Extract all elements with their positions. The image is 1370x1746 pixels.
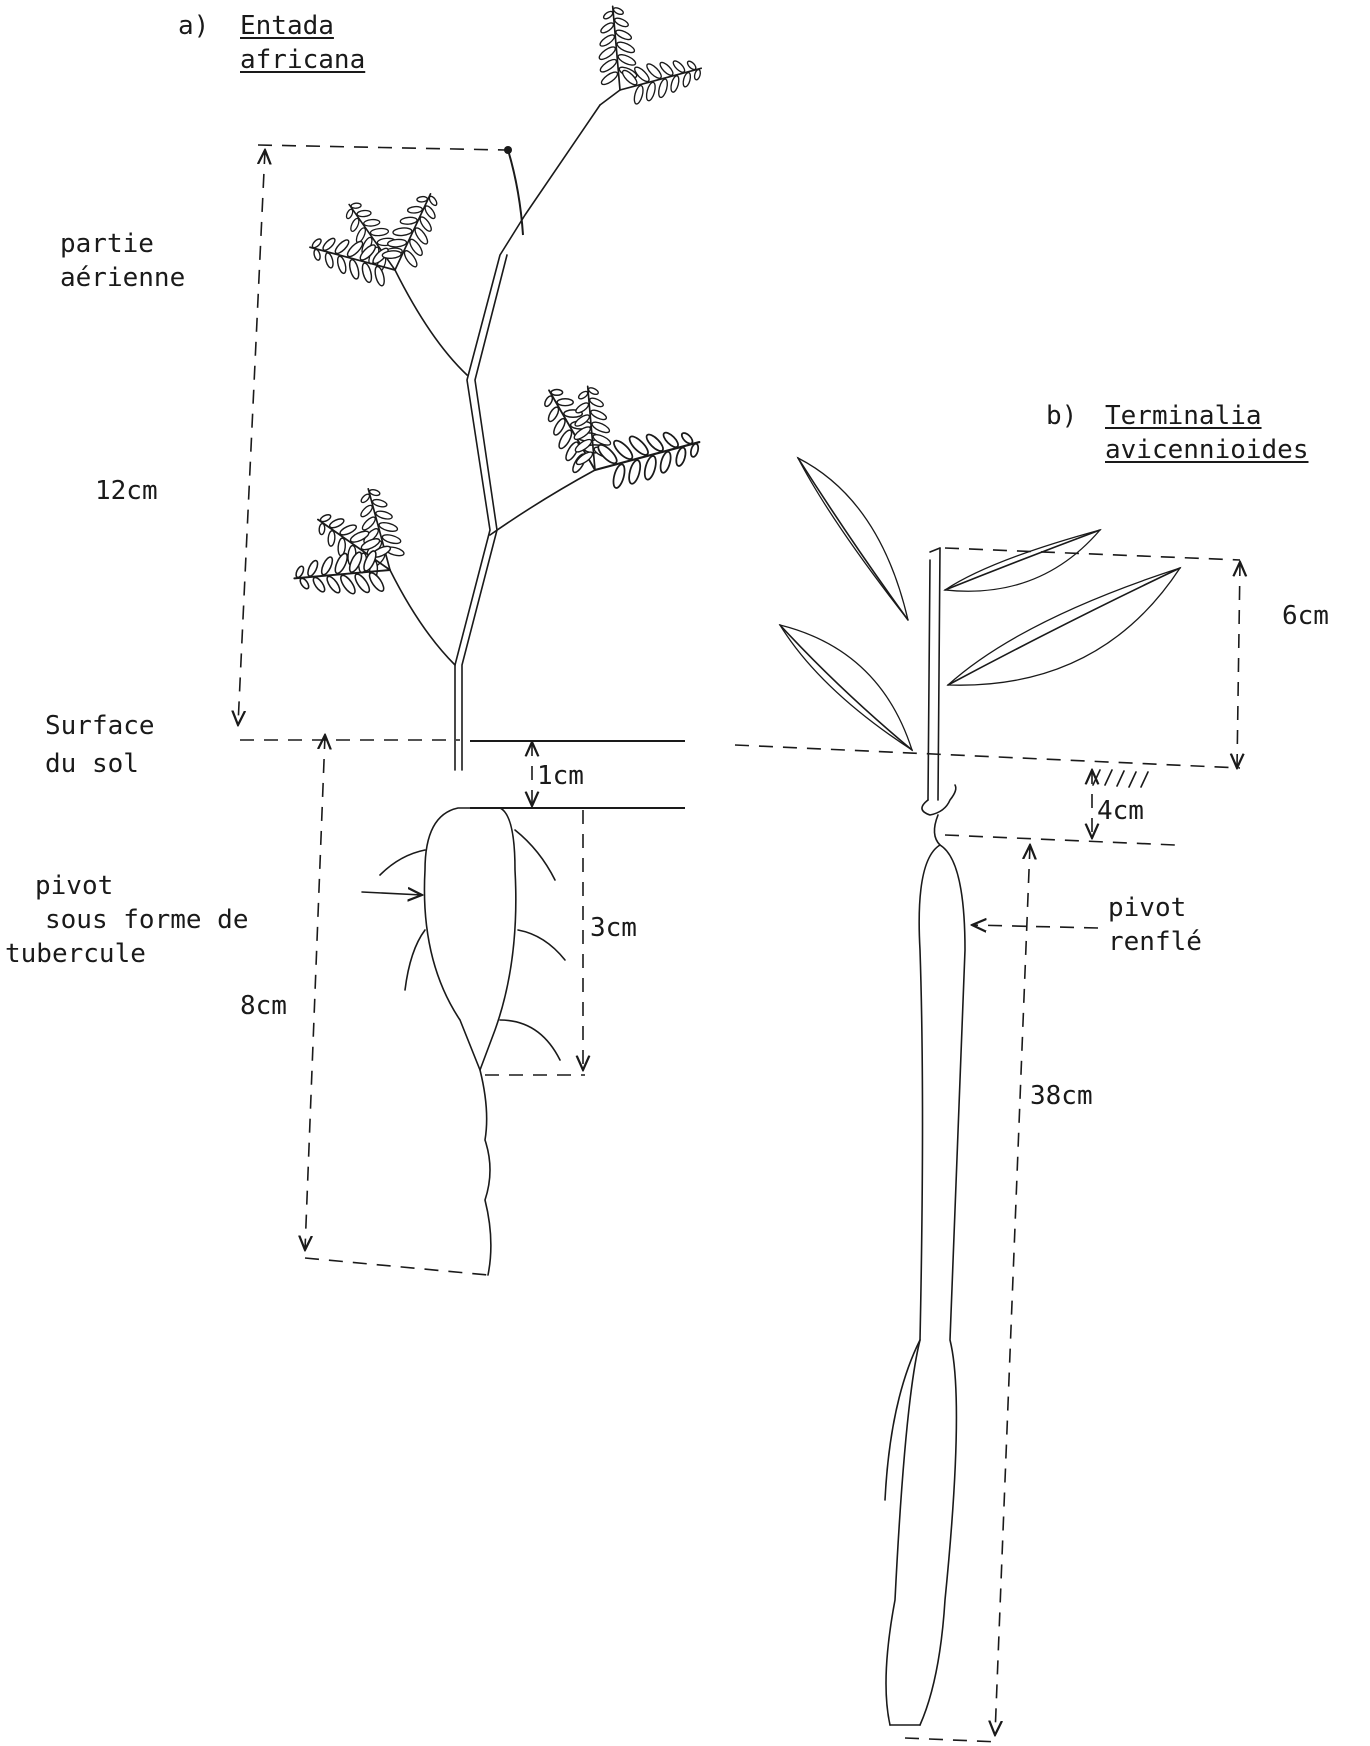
panel-a-title-2: africana xyxy=(240,44,365,76)
label-pivot-a-2: sous forme de xyxy=(45,904,249,936)
label-soil-1: Surface xyxy=(45,710,155,742)
entada-aerial-height: 12cm xyxy=(95,475,158,507)
terminalia-collar-depth: 4cm xyxy=(1097,795,1144,827)
label-pivot-b-1: pivot xyxy=(1108,892,1186,924)
label-pivot-b-2: renflé xyxy=(1108,926,1202,958)
terminalia-root-length: 38cm xyxy=(1030,1080,1093,1112)
entada-collar-depth: 1cm xyxy=(537,760,584,792)
entada-plant xyxy=(292,5,706,1275)
panel-b-title-1: Terminalia xyxy=(1105,400,1262,432)
label-pivot-a-3: tubercule xyxy=(5,938,146,970)
label-pivot-a-1: pivot xyxy=(35,870,113,902)
terminalia-aerial-height: 6cm xyxy=(1282,600,1329,632)
label-aerial-1: partie xyxy=(60,228,154,260)
label-soil-2: du sol xyxy=(45,748,139,780)
label-aerial-2: aérienne xyxy=(60,262,185,294)
panel-a-marker: a) xyxy=(178,10,209,42)
entada-tuber-length: 3cm xyxy=(590,912,637,944)
terminalia-measurements xyxy=(735,548,1240,1742)
terminalia-plant xyxy=(780,458,1180,1725)
panel-a-title-1: Entada xyxy=(240,10,334,42)
panel-b-title-2: avicennioides xyxy=(1105,434,1309,466)
entada-root-length: 8cm xyxy=(240,990,287,1022)
panel-b-marker: b) xyxy=(1046,400,1077,432)
